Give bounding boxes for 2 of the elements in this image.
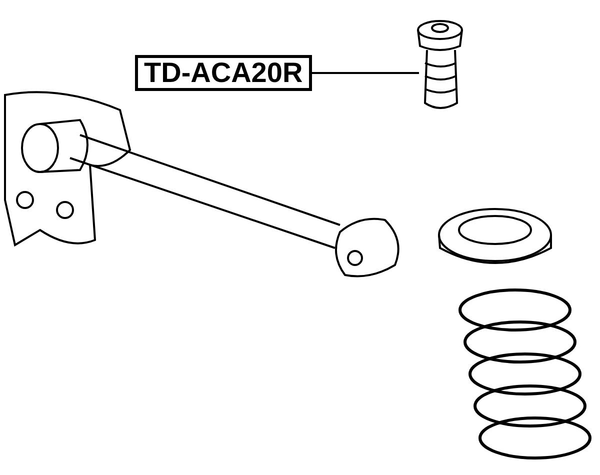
part-number-label: TD-ACA20R	[135, 55, 312, 91]
leader-line	[312, 72, 419, 74]
